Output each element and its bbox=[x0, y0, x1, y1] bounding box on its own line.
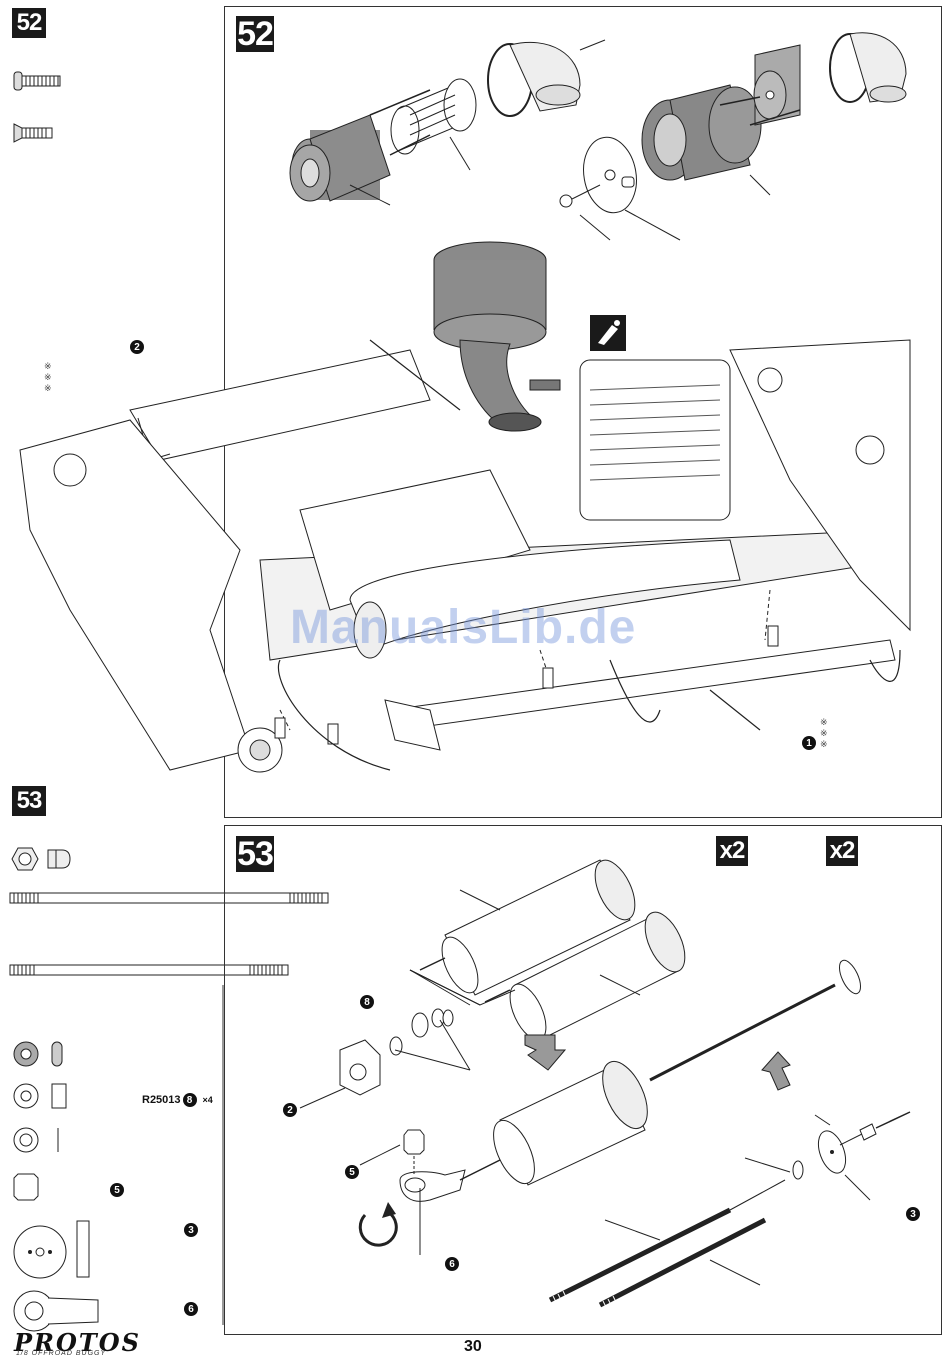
shock-absorber-exploded-diagram bbox=[270, 840, 910, 1320]
nut-icons bbox=[12, 846, 72, 872]
o-ring-icons bbox=[12, 1040, 72, 1290]
callout-3-step53: 3 bbox=[906, 1207, 920, 1221]
countersunk-screw-icon bbox=[12, 122, 54, 144]
part-code-label: R25013 8 ×4 bbox=[142, 1093, 213, 1107]
step-52-small-badge: 52 bbox=[12, 8, 46, 38]
chassis-illustration bbox=[10, 330, 910, 790]
part-code-callout: 8 bbox=[183, 1093, 197, 1107]
sidebar-callout-3: 3 bbox=[184, 1223, 198, 1237]
note-marks-right: ※※※ bbox=[820, 718, 828, 751]
callout-2-step53: 2 bbox=[283, 1103, 297, 1117]
air-filter-elbow-right bbox=[800, 28, 910, 108]
piston-side-icon bbox=[76, 1220, 90, 1278]
step-52-badge: 52 bbox=[236, 16, 274, 52]
brand-subtitle: 1/8 OFFROAD BUGGY bbox=[16, 1350, 106, 1357]
sidebar-callout-5: 5 bbox=[110, 1183, 124, 1197]
page-number: 30 bbox=[464, 1338, 482, 1356]
round-head-screw-icon bbox=[12, 70, 62, 92]
callout-1-step52: 1 bbox=[802, 736, 816, 750]
step-53-badge: 53 bbox=[236, 836, 274, 872]
callout-8-step53: 8 bbox=[360, 995, 374, 1009]
glue-tool-icon bbox=[590, 315, 626, 351]
watermark: ManualsLib.de bbox=[290, 600, 636, 655]
callout-5-step53: 5 bbox=[345, 1165, 359, 1179]
air-filter-exploded-diagram bbox=[280, 25, 800, 255]
sidebar-callout-6: 6 bbox=[184, 1302, 198, 1316]
step-53-small-badge: 53 bbox=[12, 786, 46, 816]
callout-2-step52: 2 bbox=[130, 340, 144, 354]
part-code-text: R25013 bbox=[142, 1094, 181, 1106]
part-code-qty: ×4 bbox=[203, 1095, 213, 1105]
callout-6-step53: 6 bbox=[445, 1257, 459, 1271]
